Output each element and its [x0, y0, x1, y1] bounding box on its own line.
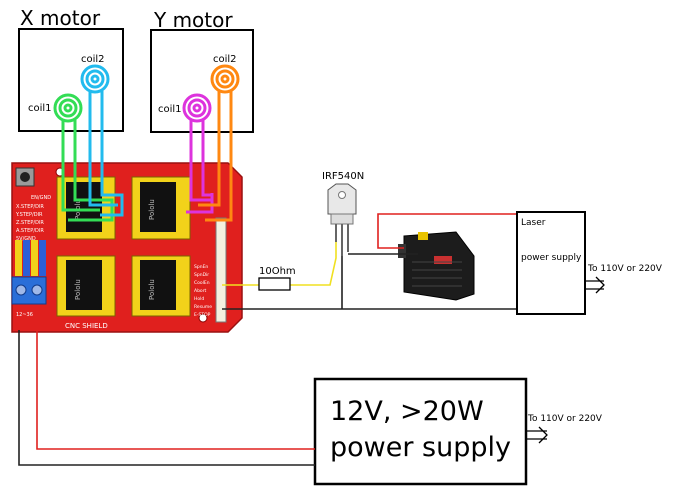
x-motor-coil2-label: coil2: [81, 54, 105, 65]
svg-text:Abort: Abort: [194, 288, 207, 294]
main-supply-black-wire: [18, 330, 315, 466]
svg-text:Pololu: Pololu: [148, 279, 156, 300]
y-motor-coil2-label: coil2: [213, 54, 237, 65]
svg-text:Pololu: Pololu: [148, 199, 156, 220]
driver-chip-x: [66, 182, 102, 232]
mosfet-label: IRF540N: [322, 171, 364, 182]
mosfet-irf540n: IRF540N: [322, 171, 364, 256]
laser-supply-mains-label: To 110V or 220V: [587, 264, 663, 274]
x-motor-coil1-label: coil1: [28, 103, 52, 114]
resistor-10ohm: 10Ohm: [258, 266, 296, 291]
resistor-label: 10Ohm: [259, 266, 296, 277]
laser-module: [398, 231, 475, 301]
cnc-shield: Pololu Pololu Pololu Pololu EN/GND X.STE…: [11, 162, 243, 333]
svg-text:E-STOP: E-STOP: [194, 312, 211, 318]
svg-text:SpnEn: SpnEn: [194, 264, 208, 270]
laser-red-wire: [377, 213, 518, 249]
shield-pin-labels: EN/GND X.STEP/DIR Y.STEP/DIR Z.STEP/DIR …: [15, 195, 51, 242]
svg-text:Z.STEP/DIR: Z.STEP/DIR: [16, 220, 44, 226]
svg-text:A.STEP/DIR: A.STEP/DIR: [16, 228, 44, 234]
main-supply-mains-label: To 110V or 220V: [527, 414, 603, 424]
x-motor: X motor coil1 coil2: [18, 6, 124, 132]
driver-chip-z: [66, 260, 102, 310]
y-motor-title: Y motor: [153, 8, 233, 32]
driver-chip-a: [140, 260, 176, 310]
svg-text:X.STEP/DIR: X.STEP/DIR: [16, 204, 44, 210]
power-terminal-label: 12~36: [16, 312, 33, 318]
main-supply-mains-plug-icon: [527, 426, 548, 444]
shield-side-labels: SpnEn SpnDir CoolEn Abort Hold Resume E-…: [194, 264, 212, 318]
laser-supply-line1: Laser: [521, 218, 546, 228]
laser-power-supply: Laser power supply To 110V or 220V: [516, 211, 663, 315]
y-motor-coil-wiring: [182, 64, 240, 222]
x-motor-title: X motor: [20, 6, 101, 30]
svg-text:CoolEn: CoolEn: [194, 280, 210, 286]
driver-chip-y: [140, 182, 176, 232]
svg-text:Y.STEP/DIR: Y.STEP/DIR: [15, 212, 43, 218]
main-supply-red-wire: [36, 330, 315, 450]
y-motor-coil1-label: coil1: [158, 104, 182, 115]
laser-supply-mains-plug-icon: [585, 276, 605, 294]
svg-text:SpnDir: SpnDir: [194, 272, 209, 278]
main-supply-line2: power supply: [330, 432, 511, 463]
svg-text:5V/GND: 5V/GND: [16, 236, 36, 242]
main-power-supply: 12V, >20W power supply To 110V or 220V: [313, 377, 603, 486]
laser-supply-line2: power supply: [521, 253, 582, 263]
svg-text:Hold: Hold: [194, 296, 204, 302]
svg-text:EN/GND: EN/GND: [31, 195, 51, 201]
svg-text:Resume: Resume: [194, 304, 212, 310]
shield-name: CNC SHIELD: [65, 322, 108, 330]
svg-text:Pololu: Pololu: [74, 279, 82, 300]
main-supply-line1: 12V, >20W: [330, 396, 484, 427]
x-motor-coil-wiring: [53, 64, 124, 222]
